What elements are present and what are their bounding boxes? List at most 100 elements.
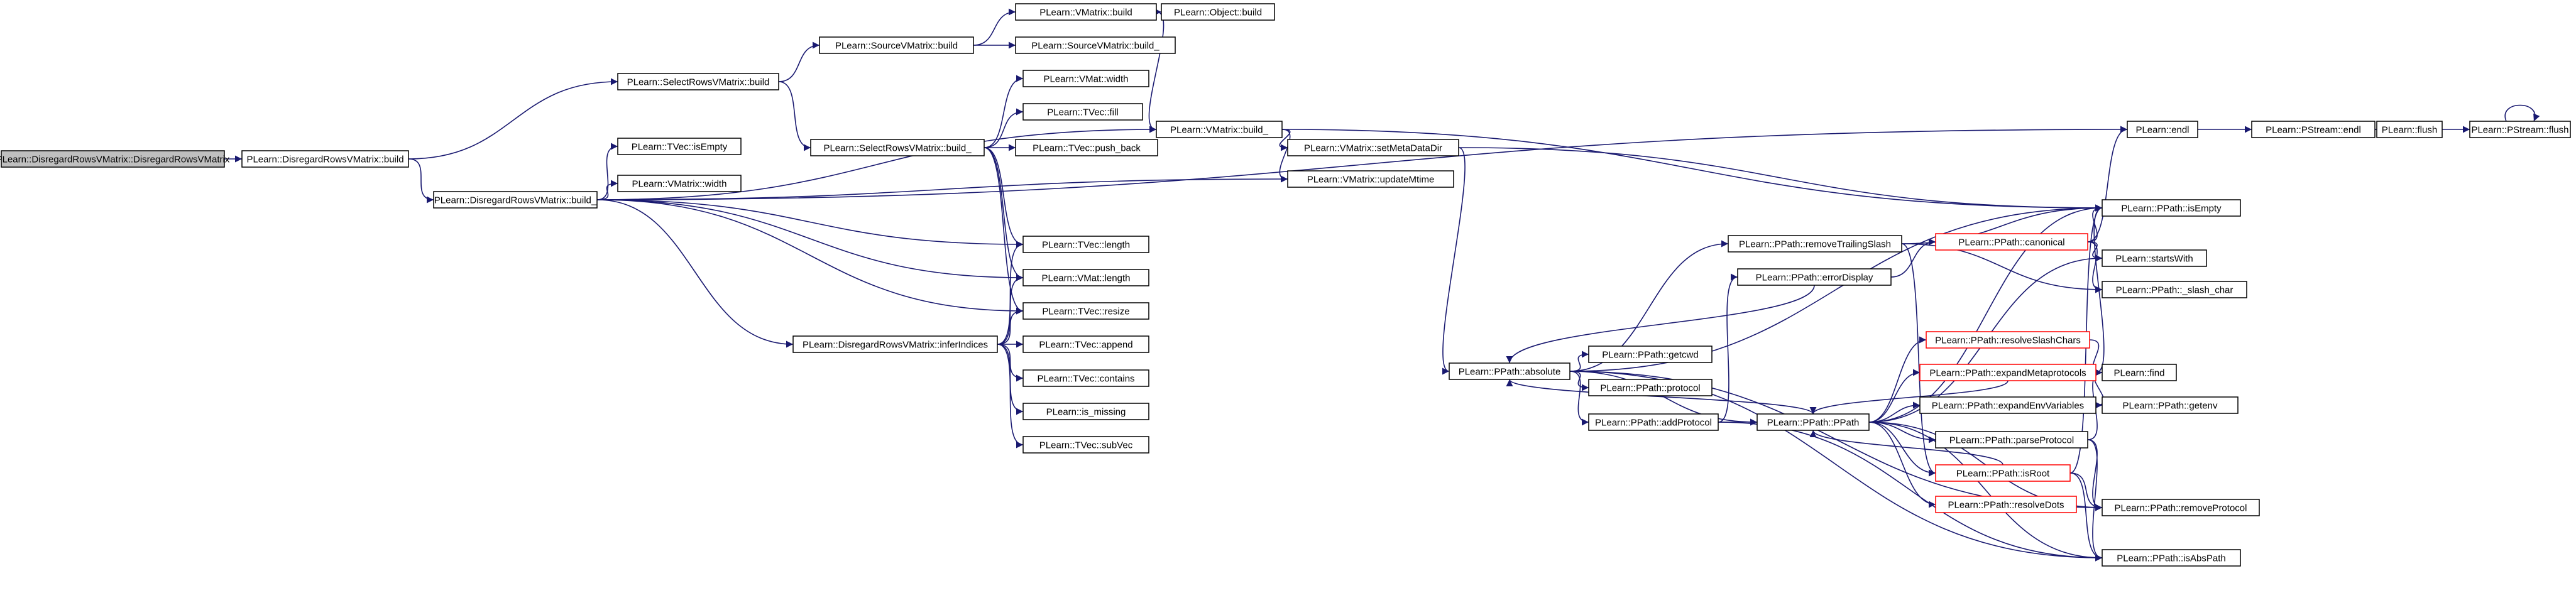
node-box[interactable] bbox=[241, 150, 409, 168]
node-box[interactable] bbox=[1022, 236, 1149, 253]
node-box[interactable] bbox=[1919, 364, 2096, 381]
node-box[interactable] bbox=[1728, 235, 1902, 253]
node-n0[interactable]: PLearn::DisregardRowsVMatrix::DisregardR… bbox=[0, 150, 230, 168]
node-n42[interactable]: PLearn::find bbox=[2102, 364, 2177, 381]
node-box[interactable] bbox=[2102, 499, 2260, 516]
node-n7[interactable]: PLearn::SourceVMatrix::build_ bbox=[1015, 36, 1176, 54]
node-n31[interactable]: PLearn::PPath::removeTrailingSlash bbox=[1728, 235, 1902, 253]
node-n34[interactable]: PLearn::PPath::getcwd bbox=[1588, 345, 1713, 363]
node-n10[interactable]: PLearn::VMat::width bbox=[1022, 70, 1149, 87]
node-box[interactable] bbox=[1588, 345, 1713, 363]
node-n18[interactable]: PLearn::DisregardRowsVMatrix::inferIndic… bbox=[792, 335, 998, 353]
node-box[interactable] bbox=[1935, 233, 2088, 251]
node-n44[interactable]: PLearn::PPath::getenv bbox=[2102, 396, 2239, 414]
node-n21[interactable]: PLearn::is_missing bbox=[1022, 403, 1149, 420]
node-n26[interactable]: PLearn::PStream::endl bbox=[2251, 121, 2376, 138]
node-n37[interactable]: PLearn::PPath::PPath bbox=[1757, 413, 1870, 431]
node-n24[interactable]: PLearn::VMatrix::updateMtime bbox=[1287, 170, 1454, 188]
node-n33[interactable]: PLearn::PPath::absolute bbox=[1449, 362, 1570, 380]
node-n46[interactable]: PLearn::PPath::isRoot bbox=[1935, 464, 2071, 482]
node-box[interactable] bbox=[1935, 464, 2071, 482]
node-box[interactable] bbox=[2251, 121, 2376, 138]
node-n2[interactable]: PLearn::SelectRowsVMatrix::build bbox=[617, 73, 779, 90]
node-box[interactable] bbox=[1022, 302, 1149, 320]
node-n38[interactable]: PLearn::startsWith bbox=[2102, 249, 2207, 267]
node-box[interactable] bbox=[2102, 199, 2241, 217]
node-n4[interactable]: PLearn::SourceVMatrix::build bbox=[819, 36, 974, 54]
node-n14[interactable]: PLearn::VMatrix::width bbox=[617, 175, 742, 192]
node-n5[interactable]: PLearn::SelectRowsVMatrix::build_ bbox=[810, 139, 985, 156]
node-box[interactable] bbox=[1, 150, 225, 168]
node-box[interactable] bbox=[1935, 431, 2088, 449]
node-n9[interactable]: PLearn::VMatrix::build_ bbox=[1156, 121, 1283, 138]
node-n47[interactable]: PLearn::PPath::resolveDots bbox=[1935, 496, 2077, 513]
node-box[interactable] bbox=[792, 335, 998, 353]
node-box[interactable] bbox=[2376, 121, 2443, 138]
node-n8[interactable]: PLearn::Object::build bbox=[1161, 3, 1275, 21]
node-n29[interactable]: PLearn::PPath::isEmpty bbox=[2102, 199, 2241, 217]
node-n19[interactable]: PLearn::TVec::append bbox=[1022, 335, 1149, 353]
node-box[interactable] bbox=[1919, 396, 2096, 414]
node-n49[interactable]: PLearn::PPath::isAbsPath bbox=[2102, 549, 2241, 567]
node-n43[interactable]: PLearn::PPath::expandEnvVariables bbox=[1919, 396, 2096, 414]
node-box[interactable] bbox=[1588, 379, 1713, 396]
node-box[interactable] bbox=[1935, 496, 2077, 513]
node-n41[interactable]: PLearn::PPath::expandMetaprotocols bbox=[1919, 364, 2096, 381]
node-box[interactable] bbox=[1287, 170, 1454, 188]
node-box[interactable] bbox=[819, 36, 974, 54]
node-n27[interactable]: PLearn::flush bbox=[2376, 121, 2443, 138]
node-box[interactable] bbox=[1022, 436, 1149, 454]
node-box[interactable] bbox=[1449, 362, 1570, 380]
node-n15[interactable]: PLearn::TVec::length bbox=[1022, 236, 1149, 253]
node-n17[interactable]: PLearn::TVec::resize bbox=[1022, 302, 1149, 320]
node-box[interactable] bbox=[2102, 281, 2247, 298]
node-n48[interactable]: PLearn::PPath::removeProtocol bbox=[2102, 499, 2260, 516]
node-n35[interactable]: PLearn::PPath::protocol bbox=[1588, 379, 1713, 396]
node-box[interactable] bbox=[1156, 121, 1283, 138]
node-n13[interactable]: PLearn::TVec::isEmpty bbox=[617, 138, 742, 155]
node-box[interactable] bbox=[1022, 369, 1149, 387]
node-box[interactable] bbox=[617, 138, 742, 155]
node-n36[interactable]: PLearn::PPath::addProtocol bbox=[1588, 413, 1719, 431]
node-n1[interactable]: PLearn::DisregardRowsVMatrix::build bbox=[241, 150, 409, 168]
node-n32[interactable]: PLearn::PPath::errorDisplay bbox=[1737, 268, 1892, 286]
node-n45[interactable]: PLearn::PPath::parseProtocol bbox=[1935, 431, 2088, 449]
node-box[interactable] bbox=[1022, 269, 1149, 286]
node-n39[interactable]: PLearn::PPath::_slash_char bbox=[2102, 281, 2247, 298]
node-box[interactable] bbox=[1588, 413, 1719, 431]
node-box[interactable] bbox=[617, 175, 742, 192]
node-box[interactable] bbox=[1015, 139, 1158, 156]
node-box[interactable] bbox=[1015, 36, 1176, 54]
node-box[interactable] bbox=[2127, 121, 2198, 138]
node-box[interactable] bbox=[1926, 331, 2090, 349]
node-n12[interactable]: PLearn::TVec::push_back bbox=[1015, 139, 1158, 156]
node-n25[interactable]: PLearn::endl bbox=[2127, 121, 2198, 138]
node-box[interactable] bbox=[1022, 403, 1149, 420]
node-box[interactable] bbox=[1757, 413, 1870, 431]
node-box[interactable] bbox=[433, 191, 598, 209]
node-box[interactable] bbox=[2102, 549, 2241, 567]
node-n23[interactable]: PLearn::VMatrix::setMetaDataDir bbox=[1287, 139, 1459, 156]
node-box[interactable] bbox=[2102, 364, 2177, 381]
node-n40[interactable]: PLearn::PPath::resolveSlashChars bbox=[1926, 331, 2090, 349]
node-n30[interactable]: PLearn::PPath::canonical bbox=[1935, 233, 2088, 251]
node-box[interactable] bbox=[810, 139, 985, 156]
node-n16[interactable]: PLearn::VMat::length bbox=[1022, 269, 1149, 286]
node-box[interactable] bbox=[1022, 70, 1149, 87]
node-n28[interactable]: PLearn::PStream::flush bbox=[2469, 121, 2571, 138]
node-n11[interactable]: PLearn::TVec::fill bbox=[1022, 103, 1143, 121]
node-box[interactable] bbox=[2469, 121, 2571, 138]
node-box[interactable] bbox=[1161, 3, 1275, 21]
node-n3[interactable]: PLearn::DisregardRowsVMatrix::build_ bbox=[433, 191, 598, 209]
node-n20[interactable]: PLearn::TVec::contains bbox=[1022, 369, 1149, 387]
node-box[interactable] bbox=[2102, 249, 2207, 267]
node-n6[interactable]: PLearn::VMatrix::build bbox=[1015, 3, 1157, 21]
node-box[interactable] bbox=[1287, 139, 1459, 156]
node-box[interactable] bbox=[2102, 396, 2239, 414]
node-box[interactable] bbox=[617, 73, 779, 90]
node-box[interactable] bbox=[1022, 335, 1149, 353]
node-n22[interactable]: PLearn::TVec::subVec bbox=[1022, 436, 1149, 454]
node-box[interactable] bbox=[1015, 3, 1157, 21]
node-box[interactable] bbox=[1737, 268, 1892, 286]
node-box[interactable] bbox=[1022, 103, 1143, 121]
